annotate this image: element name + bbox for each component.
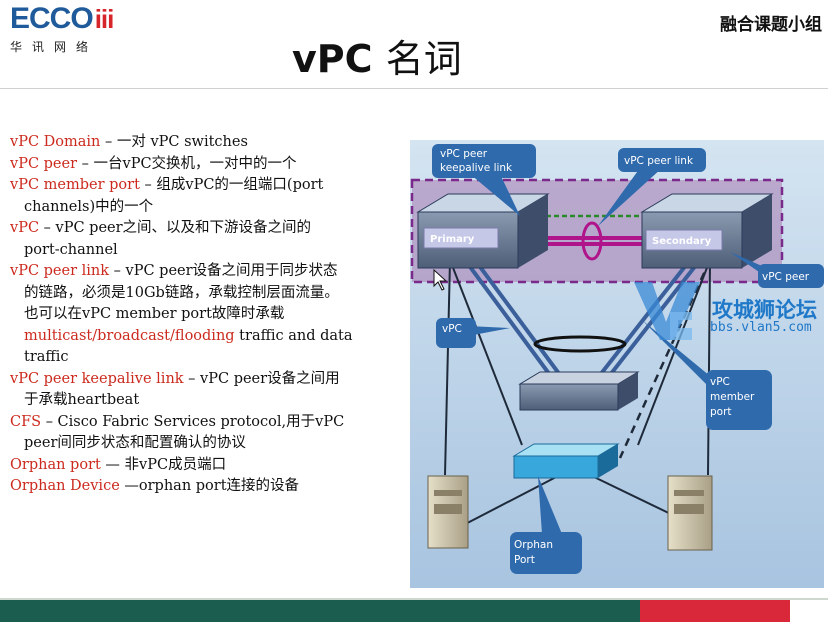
definition-line: 的链路，必须是10Gb链路，承载控制层面流量。	[10, 283, 410, 305]
definition-text: 的链路，必须是10Gb链路，承载控制层面流量。	[24, 284, 339, 301]
definition-line: multicast/broadcast/flooding traffic and…	[10, 326, 410, 348]
definition-line: vPC – vPC peer之间、以及和下游设备之间的	[10, 218, 410, 240]
definition-text: – 一台vPC交换机，一对中的一个	[77, 155, 297, 172]
definition-line: vPC member port – 组成vPC的一组端口(port	[10, 175, 410, 197]
definition-text: peer间同步状态和配置确认的协议	[24, 435, 246, 451]
ecco-logo: ECCOiii 华讯网络	[10, 2, 115, 55]
slide-title: vPC 名词	[292, 28, 462, 83]
logo-subtitle: 华讯网络	[10, 40, 99, 54]
definition-text: — 非vPC成员端口	[100, 456, 227, 473]
svg-text:port: port	[710, 406, 732, 418]
svg-text:vPC peer: vPC peer	[762, 271, 810, 283]
definition-line: port-channel	[10, 240, 410, 262]
definition-line: Orphan Device —orphan port连接的设备	[10, 476, 410, 498]
definition-line: vPC peer keepalive link – vPC peer设备之间用	[10, 369, 410, 391]
slide-title-latin: vPC	[292, 37, 373, 81]
footer-bar-green	[0, 600, 640, 622]
logo-dots: iii	[94, 4, 115, 34]
definition-term: vPC peer link	[10, 263, 110, 279]
definition-term: vPC Domain	[10, 134, 101, 150]
callout-orphan-port: Orphan Port	[510, 476, 582, 574]
definition-text: – vPC peer设备之间用	[183, 370, 340, 387]
watermark-logo-icon	[634, 282, 700, 340]
definition-text: – vPC peer之间、以及和下游设备之间的	[39, 220, 312, 236]
svg-text:vPC: vPC	[442, 323, 462, 335]
svg-text:Orphan: Orphan	[514, 539, 553, 551]
mouse-cursor-icon	[433, 268, 448, 291]
primary-label: Primary	[430, 234, 475, 245]
definition-term: CFS	[10, 413, 42, 430]
svg-text:vPC: vPC	[710, 376, 730, 388]
svg-text:Port: Port	[514, 554, 535, 566]
callout-vpc: vPC	[436, 318, 510, 348]
definition-line: 也可以在vPC member port故障时承载	[10, 304, 410, 326]
vpc-port-channel-ellipse	[533, 335, 627, 353]
definition-text: – 组成vPC的一组端口(port	[139, 177, 324, 193]
definition-term: vPC peer keepalive link	[10, 370, 184, 387]
callout-vpc-peer: vPC peer	[730, 252, 824, 288]
definition-text: port-channel	[24, 241, 118, 258]
definition-term: vPC peer	[10, 155, 78, 172]
secondary-label: Secondary	[652, 236, 712, 247]
header-divider	[0, 88, 828, 89]
definition-line: vPC peer – 一台vPC交换机，一对中的一个	[10, 154, 410, 176]
group-name: 融合课题小组	[720, 15, 822, 35]
definition-line: traffic	[10, 347, 410, 369]
access-switch	[518, 371, 640, 411]
svg-text:member: member	[710, 391, 755, 403]
definition-term: multicast/broadcast/flooding	[24, 327, 235, 344]
definition-line: vPC peer link – vPC peer设备之间用于同步状态	[10, 261, 410, 283]
secondary-switch: Secondary	[640, 193, 774, 269]
orphan-switch	[512, 443, 620, 479]
watermark-url: bbs.vlan5.com	[710, 320, 812, 335]
definition-line: vPC Domain – 一对 vPC switches	[10, 132, 410, 154]
definition-term: vPC member port	[10, 177, 140, 193]
svg-text:vPC peer: vPC peer	[440, 148, 488, 160]
footer-line	[0, 598, 828, 600]
server-left	[427, 475, 469, 549]
definition-text: 也可以在vPC member port故障时承载	[24, 306, 285, 322]
definition-text: traffic and data	[234, 327, 353, 344]
definition-line: Orphan port — 非vPC成员端口	[10, 455, 410, 477]
definition-line: CFS – Cisco Fabric Services protocol,用于v…	[10, 412, 410, 434]
definition-text: 于承载heartbeat	[24, 392, 140, 408]
definition-text: —orphan port连接的设备	[119, 478, 300, 494]
peer-link-ellipse	[581, 221, 603, 261]
definition-text: traffic	[24, 349, 69, 365]
definition-text: – Cisco Fabric Services protocol,用于vPC	[41, 413, 345, 430]
uplinks	[444, 259, 711, 533]
definition-term: Orphan port	[10, 456, 101, 473]
definition-line: peer间同步状态和配置确认的协议	[10, 433, 410, 455]
svg-text:vPC peer link: vPC peer link	[624, 155, 694, 167]
slide-title-cn: 名词	[385, 37, 462, 81]
callout-peer-link: vPC peer link	[598, 148, 706, 226]
callout-keepalive: vPC peer keepalive link	[432, 144, 536, 216]
server-right	[667, 475, 713, 551]
definition-text: – vPC peer设备之间用于同步状态	[109, 263, 338, 279]
definition-term: Orphan Device	[10, 478, 120, 494]
definition-text: – 一对 vPC switches	[100, 134, 248, 150]
footer-bar-red	[640, 600, 790, 622]
definition-term: vPC	[10, 220, 40, 236]
watermark-text: 攻城狮论坛	[712, 298, 817, 322]
vpc-topology-diagram: Primary Secondary vPC peer keepalive lin…	[410, 140, 824, 588]
watermark: 攻城狮论坛 bbs.vlan5.com	[630, 276, 828, 346]
definition-line: 于承载heartbeat	[10, 390, 410, 412]
svg-text:keepalive link: keepalive link	[440, 162, 513, 174]
definition-text: channels)中的一个	[24, 198, 154, 215]
primary-switch: Primary	[416, 193, 550, 269]
definition-line: channels)中的一个	[10, 197, 410, 219]
logo-wordmark: ECCOiii	[10, 2, 115, 35]
